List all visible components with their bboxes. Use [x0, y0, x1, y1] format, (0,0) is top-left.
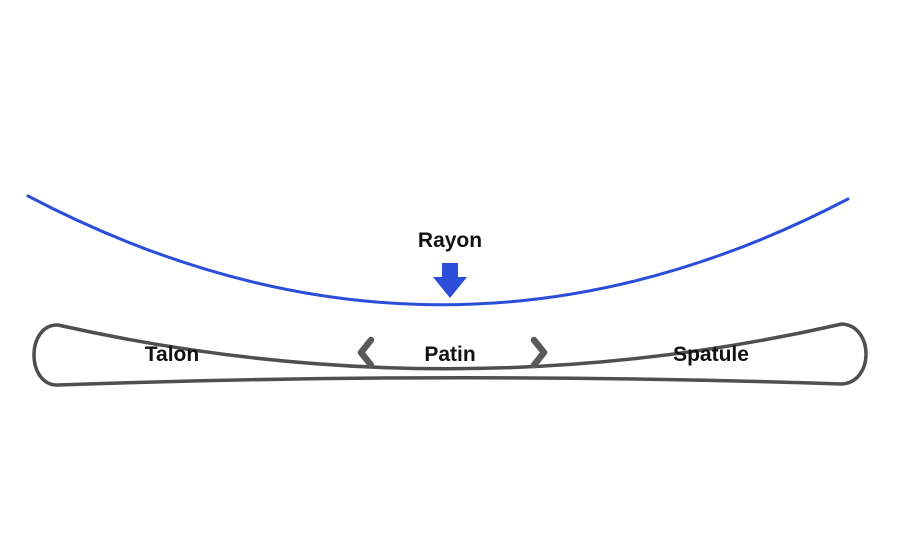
tip-label: Spatule [673, 343, 749, 366]
tail-label: Talon [145, 343, 199, 366]
down-arrow-icon [433, 263, 467, 298]
radius-label: Rayon [418, 229, 482, 252]
waist-label: Patin [424, 343, 475, 366]
radius-arc [26, 194, 850, 307]
left-chevron-icon [357, 336, 375, 369]
right-chevron-icon [530, 336, 548, 369]
ski-outline [32, 322, 868, 387]
